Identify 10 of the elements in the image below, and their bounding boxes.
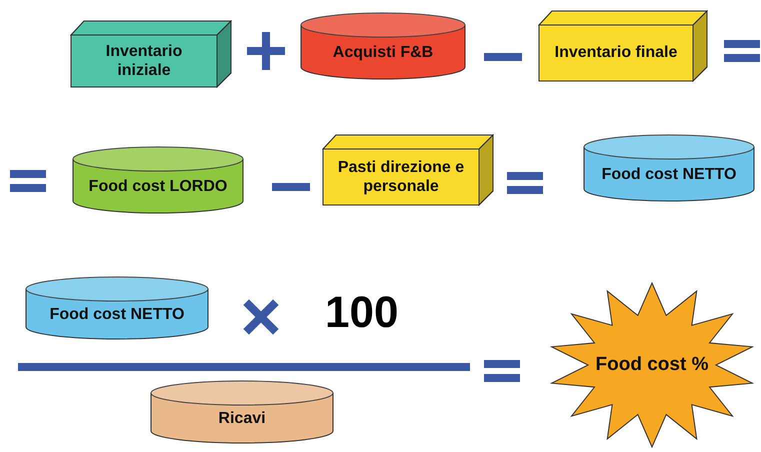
node-label: Inventario iniziale	[104, 42, 184, 80]
multiplier-number: 100	[325, 288, 398, 338]
node-label: Ricavi	[218, 409, 266, 429]
node-label: Food cost NETTO	[50, 305, 184, 325]
node-label: Pasti direzione e personale	[336, 158, 466, 196]
node-label: Acquisti F&B	[332, 43, 434, 63]
node-label: Food cost %	[596, 354, 708, 376]
node-label: Inventario finale	[554, 43, 678, 63]
node-label: Food cost NETTO	[602, 165, 736, 185]
node-label: Food cost LORDO	[88, 177, 228, 197]
